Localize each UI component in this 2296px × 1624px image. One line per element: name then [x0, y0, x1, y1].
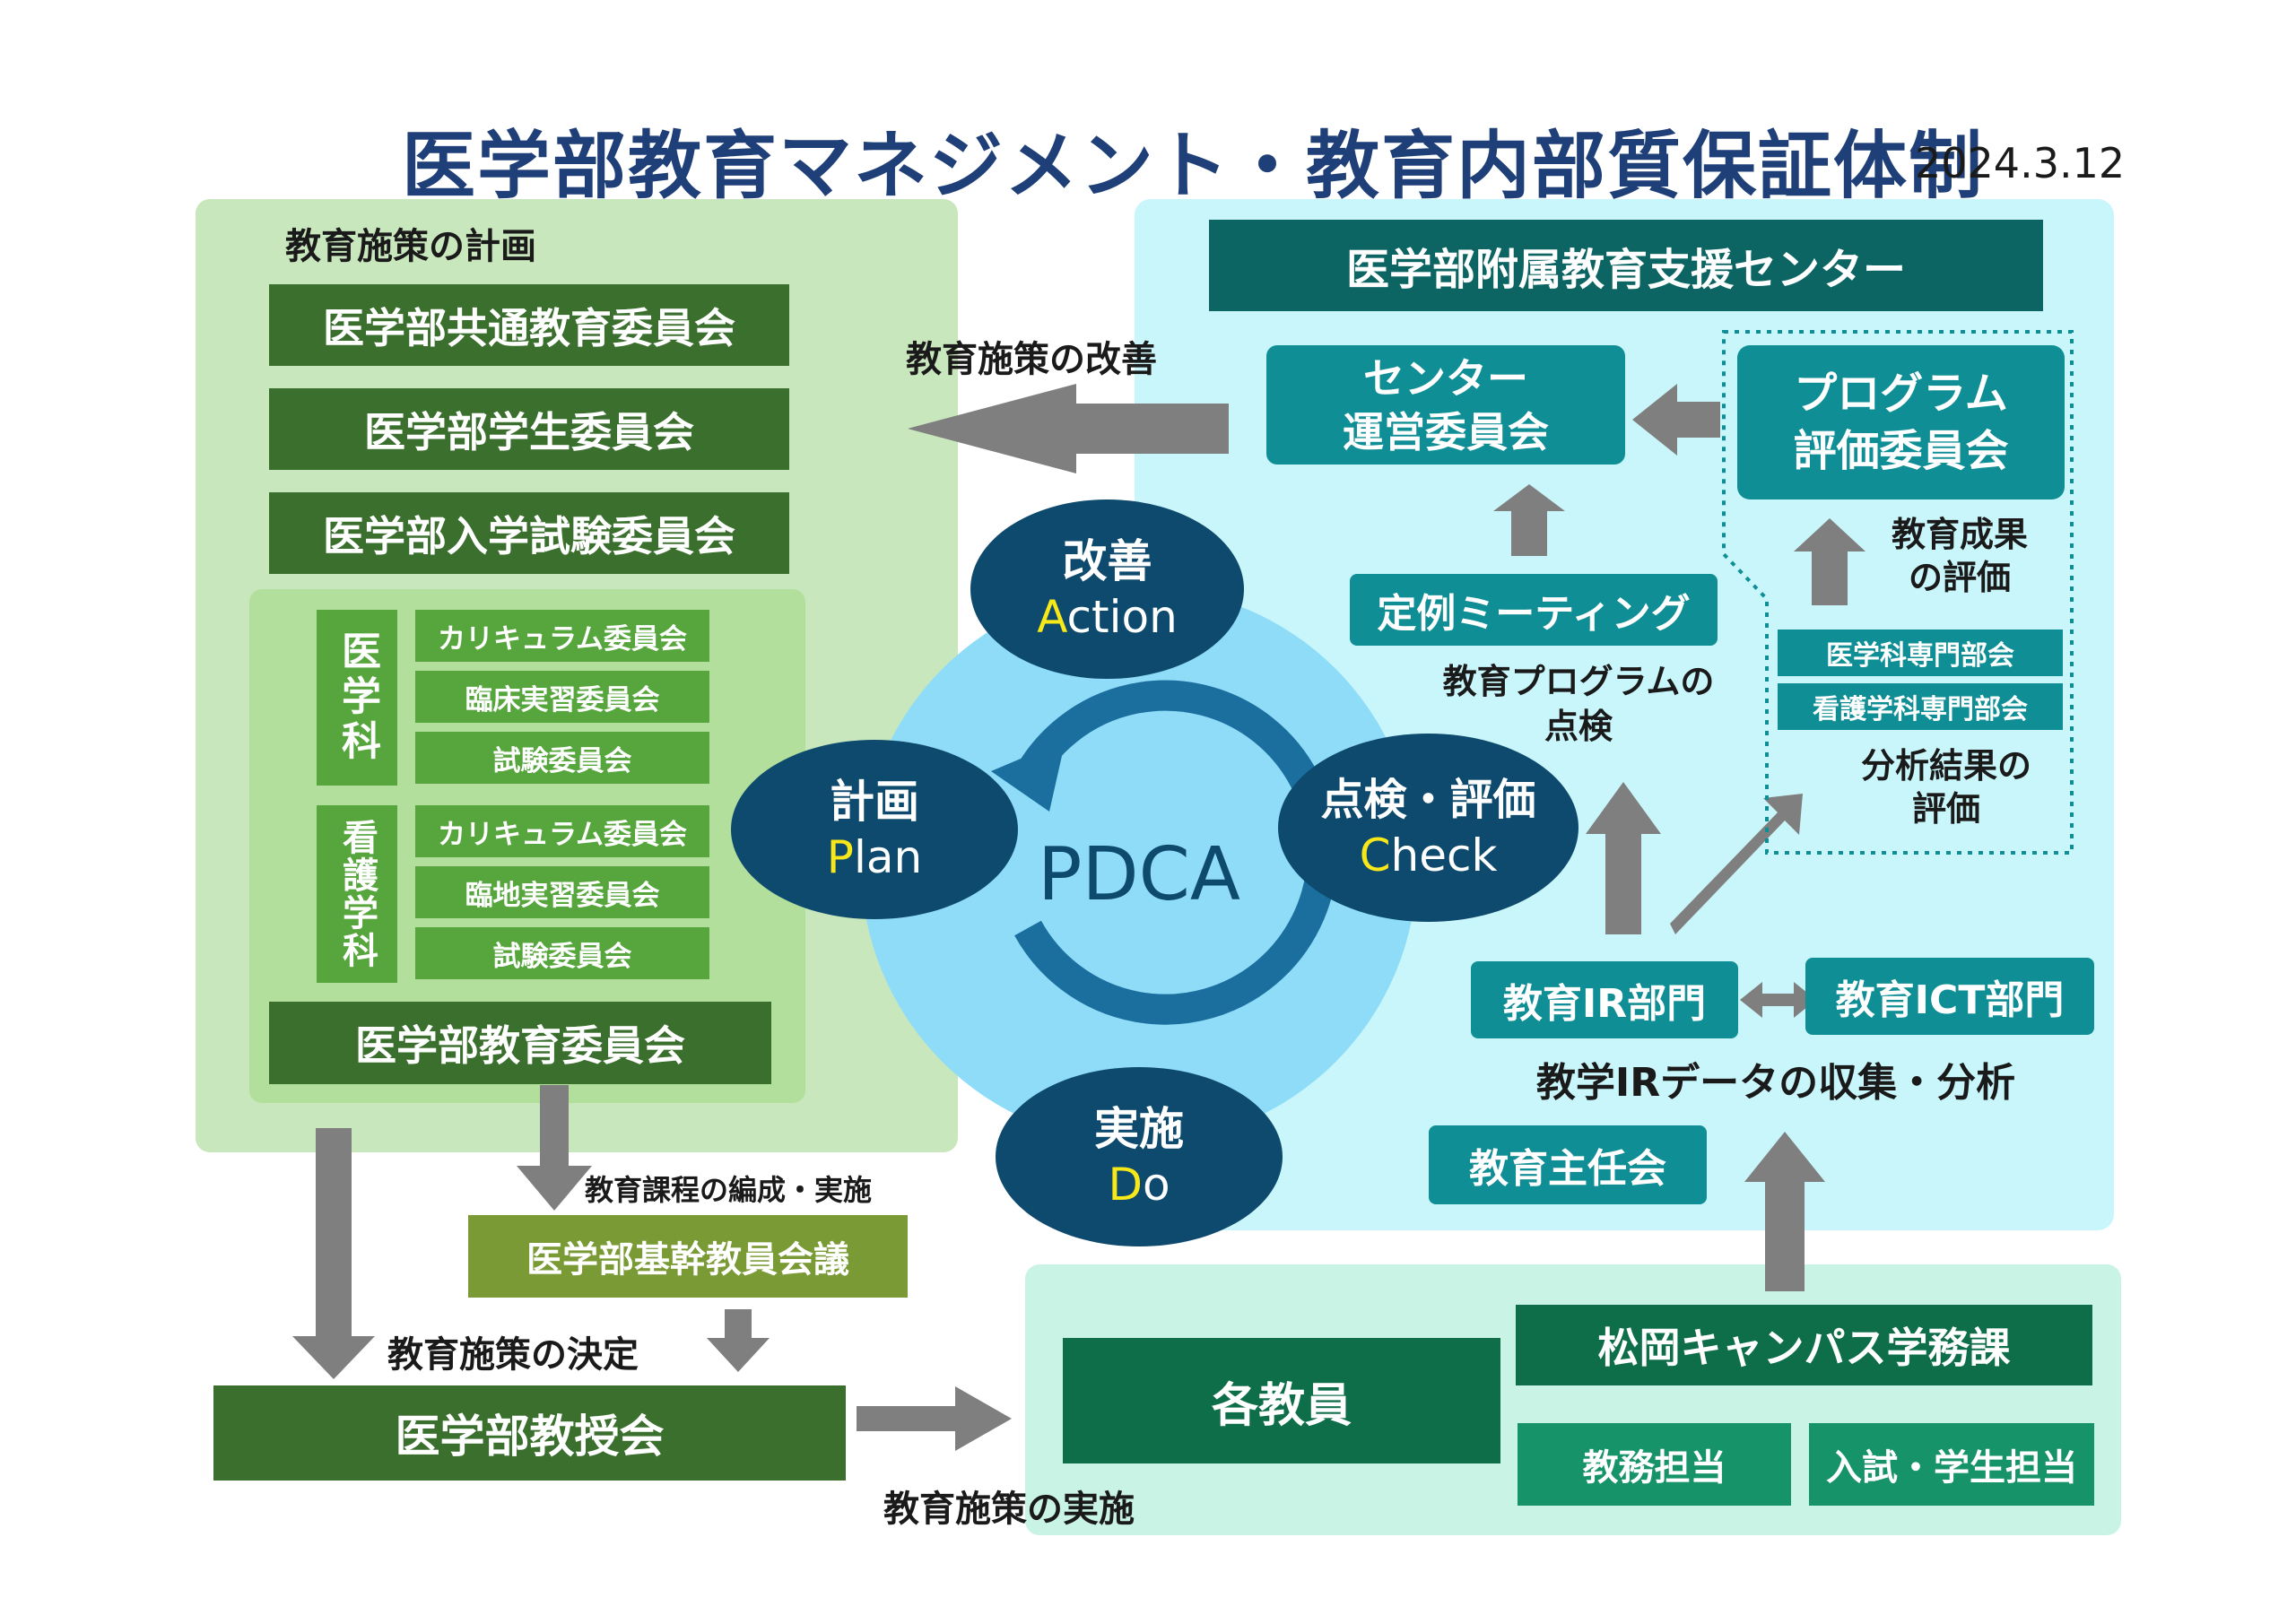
plan-oval: 計画 Plan: [731, 740, 1018, 919]
check-jp: 点検・評価: [1320, 775, 1536, 825]
program-evaluation-committee: プログラム 評価委員会: [1737, 345, 2065, 499]
plan-en: Plan: [826, 831, 923, 883]
action-jp: 改善: [1062, 535, 1152, 587]
core-down-arrow: [707, 1309, 770, 1372]
igakuka-curriculum-committee: カリキュラム委員会: [415, 610, 709, 662]
faculty-meeting: 医学部教授会: [213, 1385, 846, 1481]
pdca-cycle-arrowhead: [991, 740, 1065, 812]
ir-diagonal-arrow: [1670, 794, 1803, 934]
common-education-committee: 医学部共通教育委員会: [269, 284, 789, 366]
office-up-arrow: [1744, 1132, 1825, 1291]
do-oval: 実施 Do: [996, 1067, 1283, 1246]
do-en: Do: [1108, 1159, 1170, 1211]
campus-academic-office: 松岡キャンパス学務課: [1516, 1305, 2092, 1385]
kango-subcommittee: 看護学科専門部会: [1778, 683, 2063, 730]
program-evaluation-area: [1722, 330, 2074, 855]
core-faculty-meeting: 医学部基幹教員会議: [468, 1215, 908, 1298]
kango-exam-committee: 試験委員会: [415, 927, 709, 979]
ir-data-label: 教学IRデータの収集・分析: [1535, 1060, 2016, 1106]
meeting-up-arrow: [1493, 484, 1565, 556]
outcome-evaluation-label: 教育成果 の評価: [1891, 515, 2028, 597]
student-committee: 医学部学生委員会: [269, 388, 789, 470]
admission-committee: 医学部入学試験委員会: [269, 492, 789, 574]
igakuka-exam-committee: 試験委員会: [415, 732, 709, 784]
pdca-center-label: PDCA: [1038, 831, 1240, 917]
program-to-center-arrow: [1632, 384, 1720, 456]
action-en: Action: [1037, 591, 1178, 643]
igakuka-subcommittee: 医学科専門部会: [1778, 630, 2063, 676]
implement-label: 教育施策の実施: [883, 1489, 1135, 1530]
ir-section: 教育IR部門: [1471, 961, 1738, 1038]
support-center-header: 医学部附属教育支援センター: [1209, 220, 2043, 311]
ir-up-arrow: [1586, 782, 1661, 934]
plan-down-arrow: [292, 1128, 375, 1379]
kango-practicum-committee: 臨地実習委員会: [415, 866, 709, 918]
kangogakka-label: 看護学科: [317, 805, 397, 983]
date-label: 2024.3.12: [1915, 139, 2126, 187]
do-jp: 実施: [1094, 1103, 1184, 1155]
igakuka-label: 医学科: [317, 610, 397, 786]
improve-arrow: [908, 384, 1229, 473]
regular-meeting: 定例ミーティング: [1350, 574, 1718, 646]
ir-ict-double-arrow: [1740, 982, 1816, 1018]
curriculum-label: 教育課程の編成・実施: [585, 1173, 873, 1207]
igakuka-clinical-committee: 臨床実習委員会: [415, 671, 709, 723]
kango-curriculum-committee: カリキュラム委員会: [415, 805, 709, 857]
center-management-committee: センター 運営委員会: [1266, 345, 1625, 465]
check-oval: 点検・評価 Check: [1278, 734, 1578, 922]
committee-down-arrow: [517, 1085, 592, 1211]
page-title: 医学部教育マネジメント・教育内部質保証体制: [402, 124, 1985, 209]
decision-label: 教育施策の決定: [387, 1334, 639, 1376]
each-faculty: 各教員: [1063, 1338, 1500, 1463]
ict-section: 教育ICT部門: [1805, 958, 2094, 1035]
plan-jp: 計画: [830, 776, 919, 828]
program-check-label: 教育プログラムの 点検: [1442, 662, 1715, 746]
academic-affairs-staff: 教務担当: [1518, 1423, 1791, 1506]
action-oval: 改善 Action: [970, 499, 1244, 679]
improve-label: 教育施策の改善: [906, 339, 1157, 380]
analysis-evaluation-label: 分析結果の 評価: [1860, 746, 2031, 829]
check-en: Check: [1359, 829, 1498, 881]
chief-meeting: 教育主任会: [1429, 1125, 1707, 1204]
outcome-up-arrow: [1794, 518, 1866, 605]
implement-arrow: [857, 1386, 1012, 1451]
plan-heading: 教育施策の計画: [285, 226, 536, 267]
admissions-student-staff: 入試・学生担当: [1809, 1423, 2094, 1506]
education-committee: 医学部教育委員会: [269, 1002, 771, 1084]
